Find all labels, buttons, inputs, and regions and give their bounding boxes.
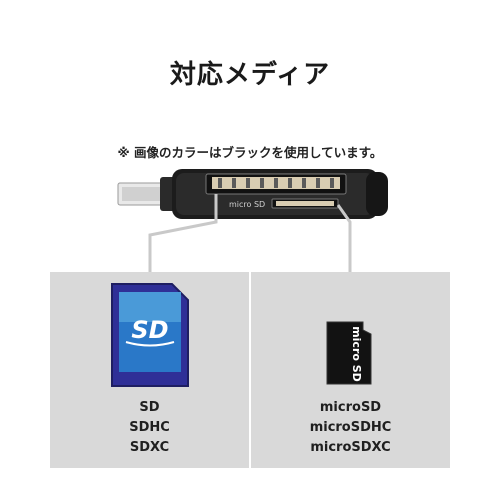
microsd-panel: micro SD microSD microSDHC microSDXC xyxy=(251,272,450,468)
microsd-format-list: microSD microSDHC microSDXC xyxy=(251,398,450,458)
sd-format-list: SD SDHC SDXC xyxy=(50,398,249,458)
format-microsd: microSD xyxy=(319,400,382,415)
microsd-logo: micro SD xyxy=(350,326,363,382)
page-title: 対応メディア xyxy=(169,60,331,90)
format-sd: SD xyxy=(139,400,160,415)
slot-label: micro SD xyxy=(229,200,265,209)
sd-logo: SD xyxy=(131,316,168,344)
microsd-slot xyxy=(271,198,339,209)
sd-slot xyxy=(205,173,347,195)
format-sdxc: SDXC xyxy=(129,440,170,455)
sd-card-icon: SD xyxy=(108,282,190,394)
color-note: ※ 画像のカラーはブラックを使用しています。 xyxy=(117,145,383,160)
microsd-card-icon: micro SD xyxy=(325,320,375,390)
format-microsdxc: microSDXC xyxy=(310,440,391,455)
leader-lines xyxy=(148,194,352,272)
format-sdhc: SDHC xyxy=(129,420,170,435)
sd-panel: SD SD SDHC SDXC xyxy=(50,272,249,468)
usb-plug xyxy=(117,177,176,211)
format-microsdhc: microSDHC xyxy=(309,420,392,435)
